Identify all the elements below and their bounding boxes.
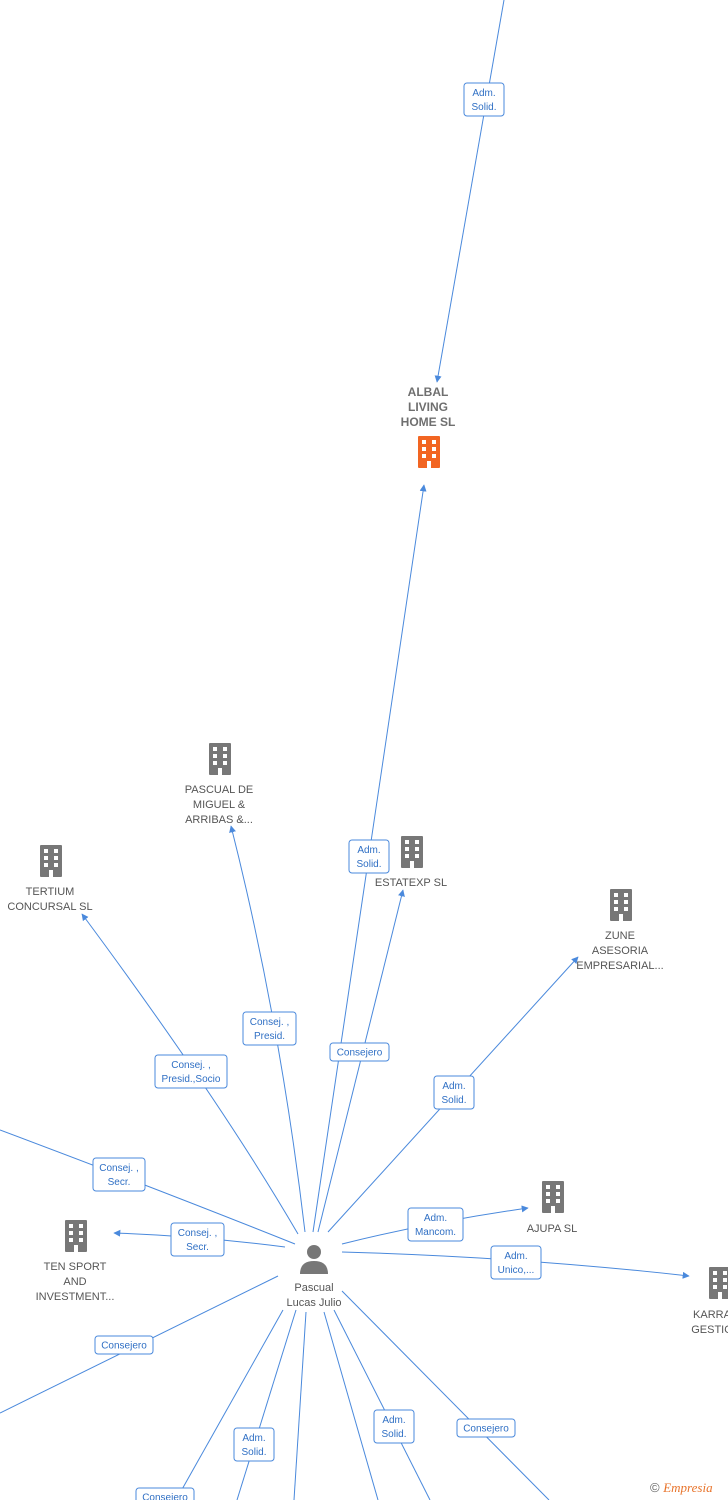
edge-label-text: Consej. ,Presid. <box>250 1017 289 1042</box>
company-name: AJUPA SL <box>527 1223 578 1235</box>
building-icon <box>542 1181 564 1213</box>
edge-person-down-2 <box>236 1309 297 1500</box>
edge-label-text: Adm.Mancom. <box>415 1213 456 1238</box>
building-icon <box>401 836 423 868</box>
company-name: ESTATEXP SL <box>375 877 447 889</box>
edge-label: Consej. ,Presid.,Socio <box>154 1054 228 1089</box>
edge-label: Adm.Solid. <box>373 1409 415 1444</box>
edge-label-text: Consejero <box>142 1493 188 1500</box>
edge-label: Adm.Unico,... <box>490 1245 542 1280</box>
building-icon <box>40 845 62 877</box>
edge-label: Consej. ,Secr. <box>170 1222 225 1257</box>
edge-person-to-left-offscreen <box>0 1129 296 1245</box>
building-icon <box>209 743 231 775</box>
edge-label: Consejero <box>94 1335 154 1355</box>
edge-label-text: Adm.Solid. <box>356 845 381 870</box>
edge-label: Consej. ,Presid. <box>242 1011 297 1046</box>
copyright-symbol: © <box>650 1480 660 1495</box>
edge-label: Adm.Solid. <box>233 1427 275 1462</box>
edge-person-down-1 <box>175 1309 284 1500</box>
edge-label-text: Adm.Unico,... <box>498 1251 535 1276</box>
edge-person-down-5 <box>333 1309 431 1500</box>
company-node-estatexp[interactable]: ESTATEXP SL <box>375 836 447 889</box>
edge-label: Adm.Solid. <box>348 839 390 874</box>
edge-label: Consejero <box>329 1042 390 1062</box>
building-icon <box>709 1267 728 1299</box>
edge-label-text: Adm.Solid. <box>381 1415 406 1440</box>
edge-label-text: Adm.Solid. <box>471 88 496 113</box>
edge-person-down-3 <box>293 1311 307 1500</box>
edge-labels: Adm.Solid. Adm.Solid. Consej. ,Presid. Cons… <box>92 82 542 1500</box>
edge-label-text: Adm.Solid. <box>441 1081 466 1106</box>
building-icon <box>65 1220 87 1252</box>
edge-label-text: Consejero <box>337 1048 383 1059</box>
edge-label-text: Consej. ,Secr. <box>178 1228 217 1253</box>
company-node-karra[interactable]: KARRAGESTIO <box>691 1267 728 1336</box>
edge-label-text: Consej. ,Presid.,Socio <box>162 1060 221 1085</box>
building-icon <box>418 436 440 468</box>
edge-label-text: Consejero <box>463 1424 509 1435</box>
footer: © Empresia <box>650 1480 713 1496</box>
edge-person-down-6 <box>341 1290 550 1500</box>
edges <box>0 0 690 1500</box>
building-icon <box>610 889 632 921</box>
edge-label-text: Consejero <box>101 1341 147 1352</box>
edge-label: Adm.Solid. <box>463 82 505 117</box>
edge-label-text: Consej. ,Secr. <box>99 1163 138 1188</box>
edge-label-text: Adm.Solid. <box>241 1433 266 1458</box>
edge-label: Consejero <box>135 1487 195 1500</box>
company-name: KARRAGESTIO <box>691 1309 728 1336</box>
person-icon <box>300 1245 328 1274</box>
edge-label: Adm.Solid. <box>433 1075 475 1110</box>
edge-label: Consejero <box>456 1418 516 1438</box>
edge-person-down-4 <box>323 1311 379 1500</box>
edge-label: Consej. ,Secr. <box>92 1157 146 1192</box>
edge-top-to-albal <box>434 0 505 383</box>
brand-logo: Empresia <box>663 1480 713 1495</box>
edge-label: Adm.Mancom. <box>407 1207 464 1242</box>
company-node-ajupa[interactable]: AJUPA SL <box>527 1181 578 1235</box>
